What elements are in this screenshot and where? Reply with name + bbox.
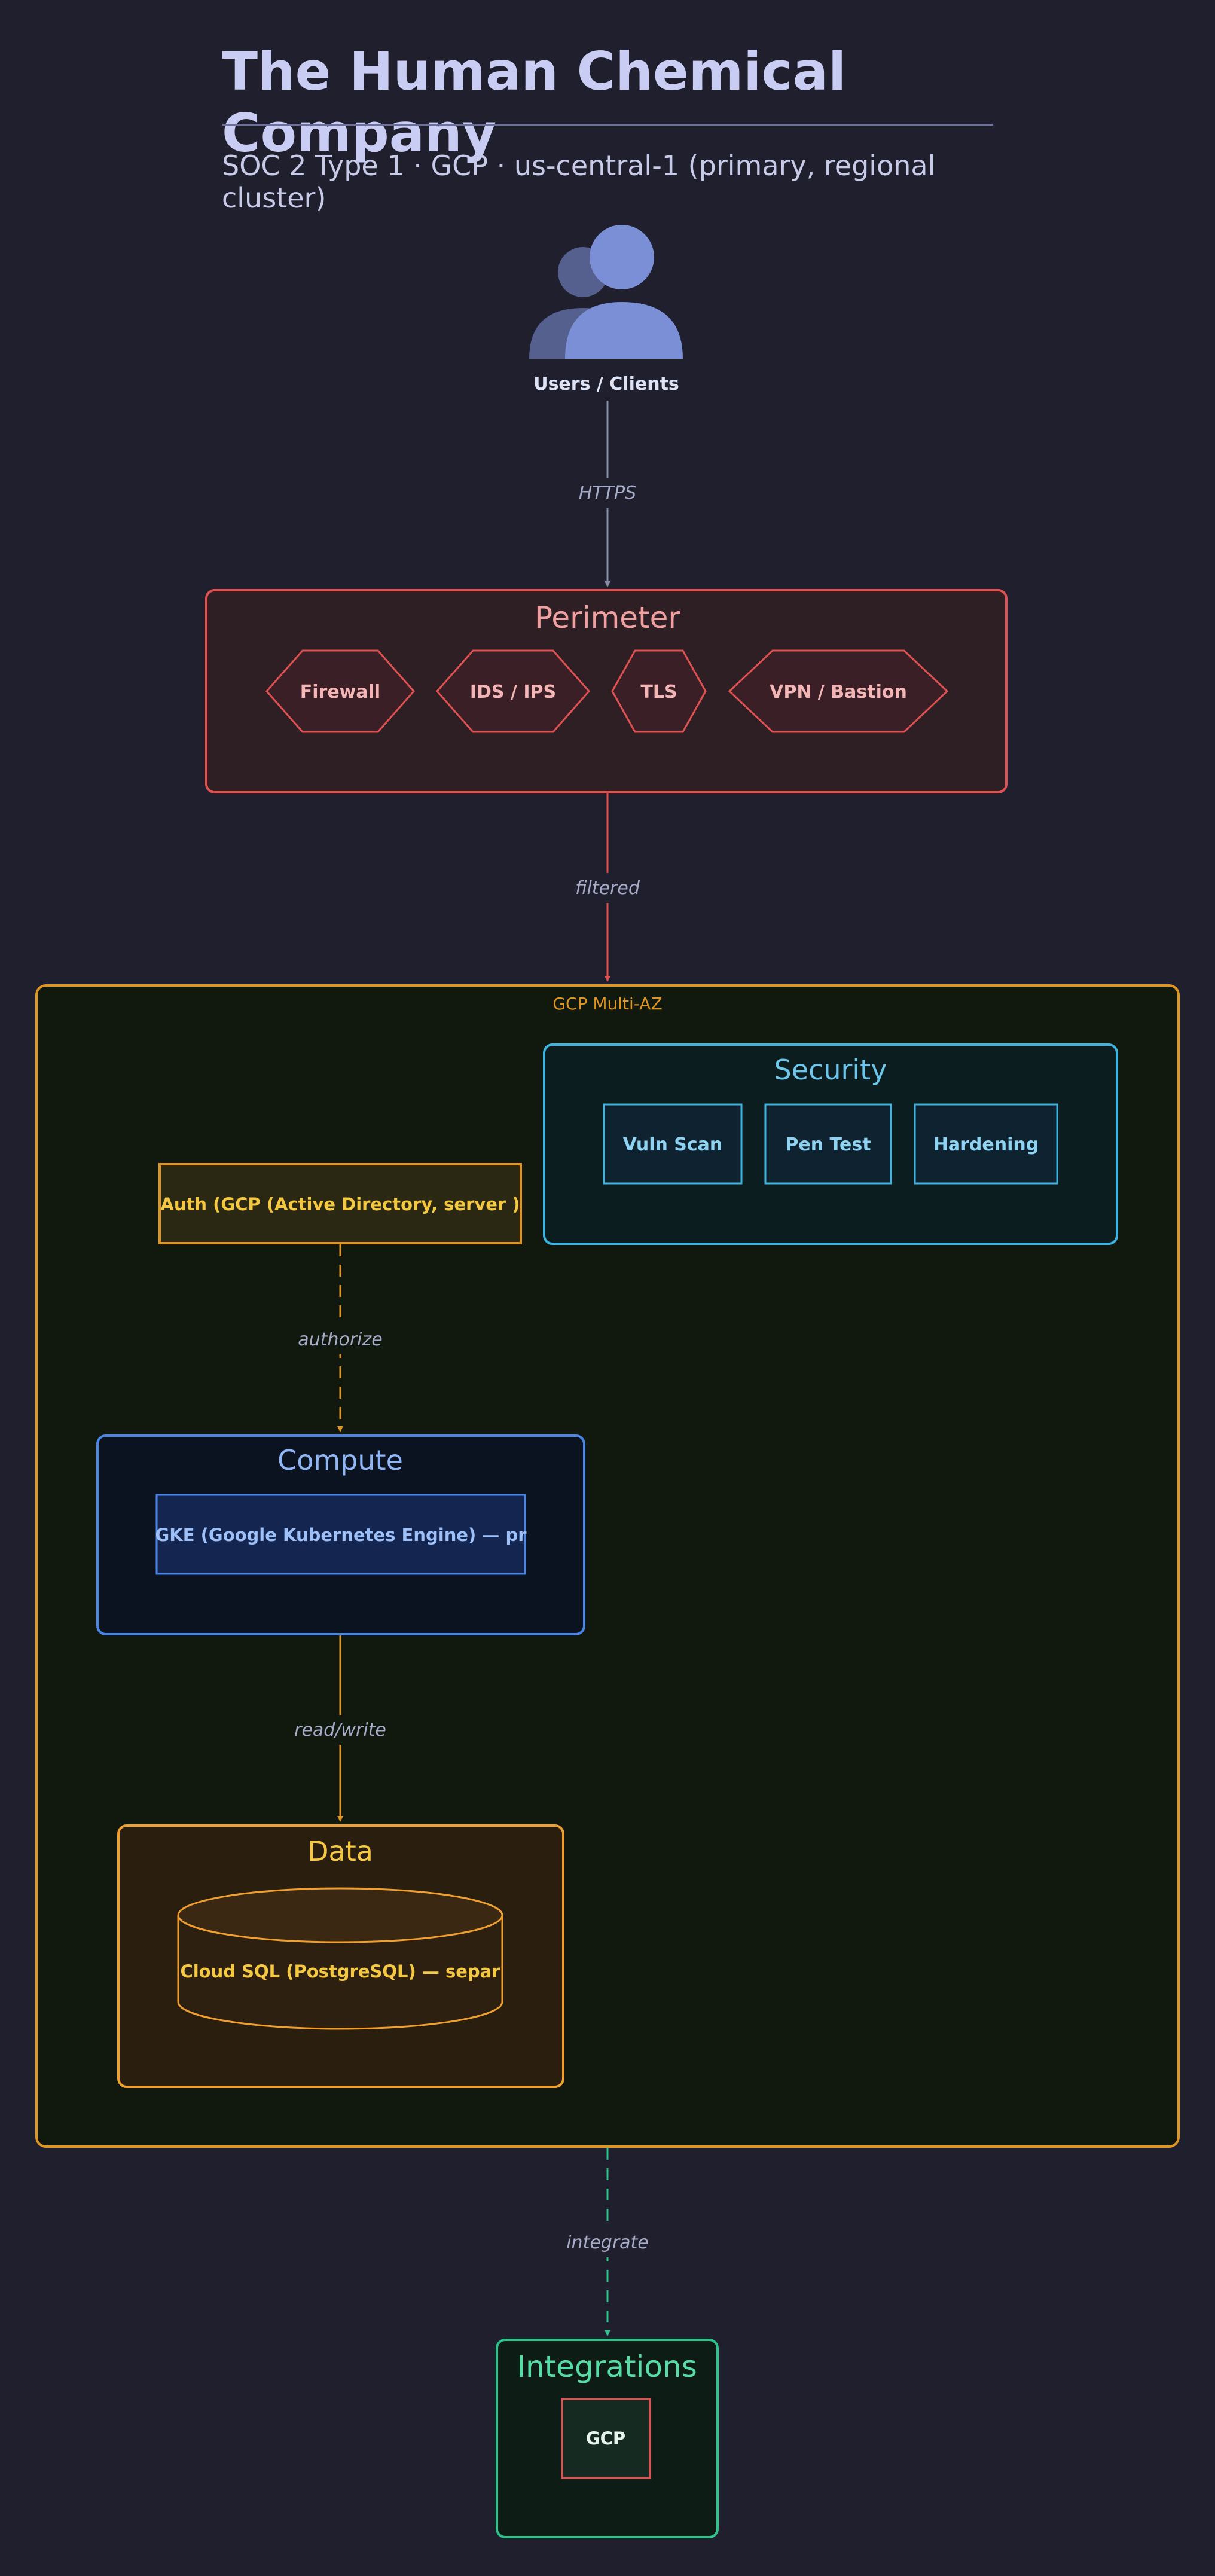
ids-ips-node <box>435 649 591 733</box>
perimeter-title: Perimeter <box>535 600 680 635</box>
vuln-scan-node <box>603 1103 743 1185</box>
cloud-sql-label: Cloud SQL (PostgreSQL) — separ <box>180 1961 500 1982</box>
gke-node <box>155 1494 526 1575</box>
page-title: The Human Chemical Company <box>222 41 847 164</box>
users-label: Users / Clients <box>533 374 679 395</box>
page-subtitle: SOC 2 Type 1 · GCP · us-central-1 (prima… <box>222 149 936 214</box>
firewall-node <box>265 649 416 733</box>
tls-node <box>611 649 707 733</box>
auth-node <box>158 1163 522 1244</box>
pen-test-node <box>764 1103 892 1185</box>
edge-label-integrate: integrate <box>566 2232 649 2253</box>
edge-label-read-write: read/write <box>294 1720 386 1741</box>
cloud-region-label: GCP Multi-AZ <box>552 994 662 1014</box>
gke-label: GKE (Google Kubernetes Engine) — pr <box>155 1525 527 1545</box>
gcp-integration-label: GCP <box>586 2428 625 2449</box>
ids-ips-label: IDS / IPS <box>470 682 556 703</box>
data-title: Data <box>307 1835 373 1867</box>
users-icon <box>529 225 683 359</box>
security-title: Security <box>774 1054 887 1086</box>
title-divider <box>222 124 993 126</box>
gcp-integration-node <box>561 2398 651 2479</box>
database-cylinder-icon <box>177 1887 503 2030</box>
tls-label: TLS <box>640 682 677 703</box>
vpn-bastion-node <box>728 649 949 733</box>
edge-label-https: HTTPS <box>579 483 636 503</box>
firewall-label: Firewall <box>300 682 380 703</box>
hardening-label: Hardening <box>933 1134 1039 1155</box>
hardening-node <box>914 1103 1058 1185</box>
integrations-title: Integrations <box>517 2349 697 2384</box>
compute-title: Compute <box>277 1444 403 1476</box>
perimeter-group <box>205 589 1008 793</box>
vuln-scan-label: Vuln Scan <box>623 1134 723 1155</box>
pen-test-label: Pen Test <box>785 1134 871 1155</box>
edge-label-filtered: filtered <box>575 878 640 899</box>
edge-label-authorize: authorize <box>298 1329 382 1350</box>
auth-label: Auth (GCP (Active Directory, server ) <box>160 1194 520 1214</box>
vpn-bastion-label: VPN / Bastion <box>770 682 907 703</box>
